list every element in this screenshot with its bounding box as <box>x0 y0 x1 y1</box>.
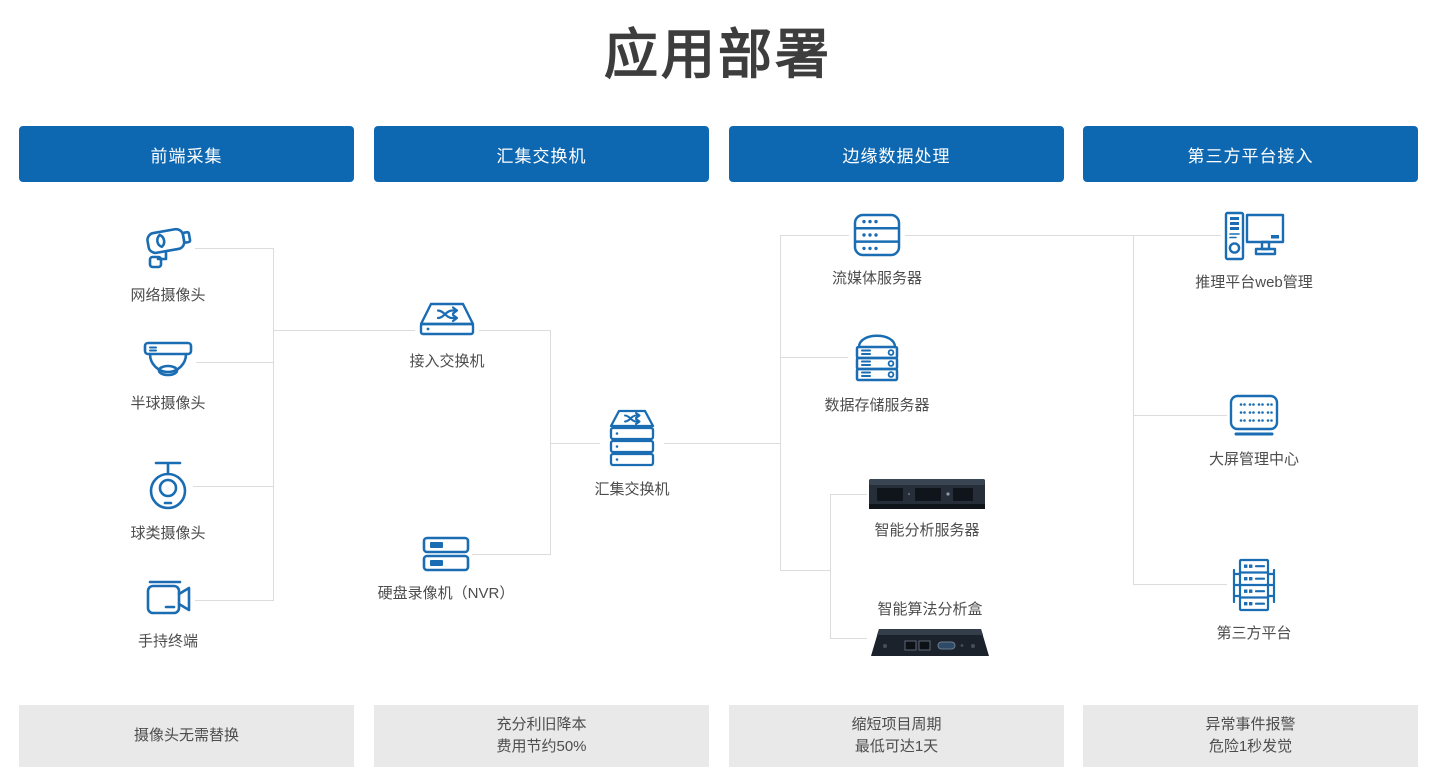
node-label: 智能分析服务器 <box>874 522 980 539</box>
connector-line <box>1133 584 1228 585</box>
column-header-edge: 边缘数据处理 <box>729 126 1064 182</box>
node-web-management: 推理平台web管理 <box>1164 209 1344 292</box>
edge-box-photo <box>867 625 993 661</box>
connector-line <box>830 494 887 495</box>
workstation-icon <box>1221 209 1287 263</box>
column-header-thirdparty: 第三方平台接入 <box>1083 126 1418 182</box>
connector-line <box>661 443 780 444</box>
benefit-line: 最低可达1天 <box>854 738 939 755</box>
connector-line <box>193 486 273 487</box>
dome-camera-icon <box>140 340 196 384</box>
stacked-switch-icon <box>600 408 664 470</box>
camcorder-icon <box>141 578 195 622</box>
rack-server-photo <box>867 477 987 511</box>
bullet-camera-icon <box>141 224 195 276</box>
nvr-icon <box>420 534 472 574</box>
node-label: 数据存储服务器 <box>824 397 930 414</box>
platform-server-icon <box>1227 556 1281 614</box>
connector-line <box>780 357 848 358</box>
connector-line <box>830 494 831 638</box>
node-network-camera: 网络摄像头 <box>78 224 258 305</box>
node-label: 手持终端 <box>137 633 198 650</box>
connector-line <box>780 235 849 236</box>
ptz-camera-icon <box>143 458 193 514</box>
connector-line <box>273 248 274 601</box>
benefit-line: 异常事件报警 <box>1205 716 1296 733</box>
connector-line <box>780 570 830 571</box>
benefit-line: 费用节约50% <box>496 738 587 755</box>
benefit-box-cost: 充分利旧降本 费用节约50% <box>374 705 709 767</box>
node-aggregation-switch: 汇集交换机 <box>542 408 722 499</box>
connector-line <box>474 330 551 331</box>
benefit-box-cameras: 摄像头无需替换 <box>19 705 354 767</box>
connector-line <box>195 362 273 363</box>
node-label: 接入交换机 <box>409 353 485 370</box>
node-label: 汇集交换机 <box>594 481 670 498</box>
node-label: 球类摄像头 <box>130 525 206 542</box>
column-header-aggregation: 汇集交换机 <box>374 126 709 182</box>
node-ball-camera: 球类摄像头 <box>78 458 258 543</box>
node-storage-server: 数据存储服务器 <box>787 328 967 415</box>
node-handheld-terminal: 手持终端 <box>78 578 258 651</box>
page-title: 应用部署 <box>604 25 832 85</box>
node-label: 硬盘录像机（NVR） <box>377 585 515 602</box>
led-screen-icon <box>1227 392 1281 440</box>
connector-line <box>780 235 781 571</box>
connector-line <box>1133 235 1134 584</box>
node-label: 大屏管理中心 <box>1208 451 1299 468</box>
storage-server-icon <box>848 328 906 386</box>
node-label: 智能算法分析盒 <box>877 601 983 618</box>
node-label: 推理平台web管理 <box>1195 274 1313 291</box>
node-analysis-server: 智能分析服务器 <box>837 477 1017 540</box>
benefit-line: 危险1秒发觉 <box>1208 738 1293 755</box>
benefit-box-schedule: 缩短项目周期 最低可达1天 <box>729 705 1064 767</box>
node-access-switch: 接入交换机 <box>357 300 537 371</box>
node-nvr: 硬盘录像机（NVR） <box>356 534 536 603</box>
server-icon <box>849 211 905 259</box>
node-label: 半球摄像头 <box>130 395 206 412</box>
benefit-box-alarm: 异常事件报警 危险1秒发觉 <box>1083 705 1418 767</box>
connector-line <box>195 600 273 601</box>
connector-line <box>1133 415 1227 416</box>
node-dome-camera: 半球摄像头 <box>78 340 258 413</box>
benefit-line: 摄像头无需替换 <box>133 727 239 744</box>
node-stream-server: 流媒体服务器 <box>787 211 967 288</box>
node-label: 网络摄像头 <box>130 287 206 304</box>
connector-line <box>830 638 893 639</box>
connector-line <box>273 330 420 331</box>
column-header-frontend: 前端采集 <box>19 126 354 182</box>
benefit-line: 缩短项目周期 <box>851 716 942 733</box>
connector-line <box>550 330 551 555</box>
benefit-line: 充分利旧降本 <box>496 716 587 733</box>
connector-line <box>905 235 1222 236</box>
connector-line <box>195 248 273 249</box>
connector-line <box>472 554 551 555</box>
node-label: 流媒体服务器 <box>831 270 922 287</box>
node-analysis-box: 智能算法分析盒 <box>840 598 1020 661</box>
connector-line <box>550 443 604 444</box>
switch-icon <box>415 300 479 342</box>
node-label: 第三方平台 <box>1216 625 1292 642</box>
node-big-screen: 大屏管理中心 <box>1164 392 1344 469</box>
node-third-party: 第三方平台 <box>1164 556 1344 643</box>
